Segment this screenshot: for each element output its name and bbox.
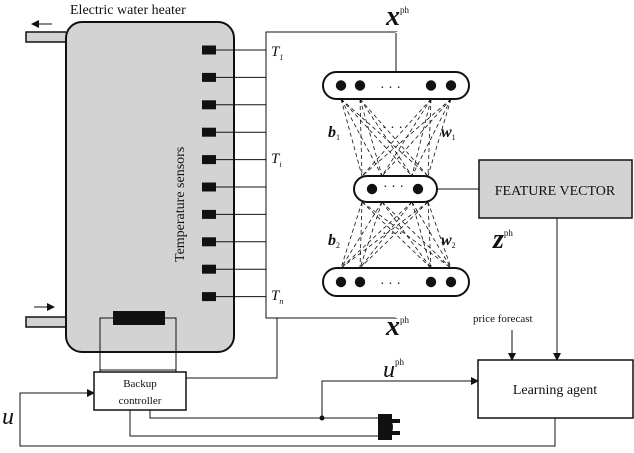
- outlet-pipe: [25, 31, 66, 43]
- network-link: [359, 98, 413, 177]
- u-ph-label: uph: [383, 357, 405, 383]
- backup-label-line2: controller: [119, 395, 162, 407]
- temperature-sensor: [202, 155, 216, 165]
- temperature-sensor: [202, 100, 216, 110]
- input-ellipsis: · · ·: [380, 81, 401, 96]
- t1-label: T1: [271, 44, 283, 62]
- network-node: [354, 276, 366, 288]
- network-link: [340, 201, 363, 269]
- heater-title: Electric water heater: [70, 3, 186, 18]
- network-node: [366, 183, 378, 195]
- backup-label-line1: Backup: [123, 378, 157, 390]
- temperature-sensor: [202, 72, 216, 82]
- network-link: [361, 98, 452, 177]
- network-node: [445, 80, 457, 91]
- network-link: [340, 98, 383, 177]
- network-link: [359, 201, 429, 269]
- network-link: [411, 201, 432, 269]
- hidden-ellipsis: · · ·: [383, 180, 404, 195]
- temperature-sensors: [202, 45, 266, 302]
- feature-vector-label: FEATURE VECTOR: [495, 184, 616, 199]
- output-ellipsis: · · ·: [380, 277, 401, 292]
- ti-label: Ti: [271, 151, 282, 169]
- network-node: [354, 80, 366, 91]
- network-link: [411, 201, 452, 269]
- network-connections: [340, 98, 452, 269]
- input-layer: [322, 71, 470, 100]
- learning-agent-box: [477, 359, 634, 419]
- temperature-sensor: [202, 127, 216, 137]
- network-link: [340, 201, 429, 269]
- weights-ellipsis-2: · · ·: [382, 227, 403, 242]
- temperature-sensor: [202, 45, 216, 55]
- price-forecast-label: price forecast: [473, 313, 533, 325]
- power-plug-icon: [378, 414, 400, 440]
- network-link: [411, 98, 432, 177]
- weights-ellipsis-1: · · ·: [382, 121, 403, 136]
- network-link: [359, 201, 383, 269]
- tn-label: Tn: [271, 288, 283, 306]
- output-layer: [322, 267, 470, 297]
- network-link: [361, 98, 432, 177]
- temperature-sensor: [202, 292, 216, 302]
- b2-label: b2: [328, 232, 340, 250]
- network-link: [361, 201, 432, 269]
- network-link: [427, 98, 432, 177]
- u-ph-arrow: [321, 377, 479, 418]
- learning-agent-label: Learning agent: [513, 383, 597, 398]
- x-bottom-label: xph: [385, 311, 410, 342]
- network-link: [381, 98, 452, 177]
- network-node: [335, 276, 347, 288]
- temperature-sensor: [202, 264, 216, 274]
- inlet-pipe: [25, 316, 66, 328]
- u-left-label: u: [2, 404, 14, 430]
- w2-label: w2: [441, 232, 456, 250]
- x-top-label: xph: [385, 1, 410, 32]
- network-link: [340, 98, 429, 177]
- control-feedback-line: [19, 389, 556, 447]
- network-link: [359, 98, 429, 177]
- network-link: [340, 201, 413, 269]
- temperature-sensor: [202, 209, 216, 219]
- network-node: [425, 80, 437, 91]
- network-link: [359, 98, 383, 177]
- power-line-1: [129, 410, 380, 437]
- backup-controller-box: [93, 371, 187, 411]
- b1-label: b1: [328, 124, 340, 142]
- network-link: [359, 201, 413, 269]
- temperature-sensor: [202, 182, 216, 192]
- network-link: [340, 98, 363, 177]
- network-link: [411, 98, 452, 177]
- temperature-sensor: [202, 237, 216, 247]
- network-node: [425, 276, 437, 288]
- network-link: [340, 98, 413, 177]
- network-link: [427, 201, 452, 269]
- network-link: [359, 98, 363, 177]
- network-node: [445, 276, 457, 288]
- network-node: [412, 183, 424, 195]
- network-link: [340, 201, 383, 269]
- feature-vector-box: [478, 159, 633, 219]
- power-line-2: [149, 410, 380, 419]
- network-link: [427, 98, 452, 177]
- heating-element: [113, 311, 165, 325]
- sensor-to-backup-line: [186, 318, 278, 379]
- network-link: [361, 201, 452, 269]
- network-nodes: [335, 80, 457, 288]
- network-link: [381, 201, 452, 269]
- z-label: zph: [492, 224, 513, 255]
- sensors-label: Temperature sensors: [173, 147, 188, 262]
- network-node: [335, 80, 347, 91]
- w1-label: w1: [441, 124, 456, 142]
